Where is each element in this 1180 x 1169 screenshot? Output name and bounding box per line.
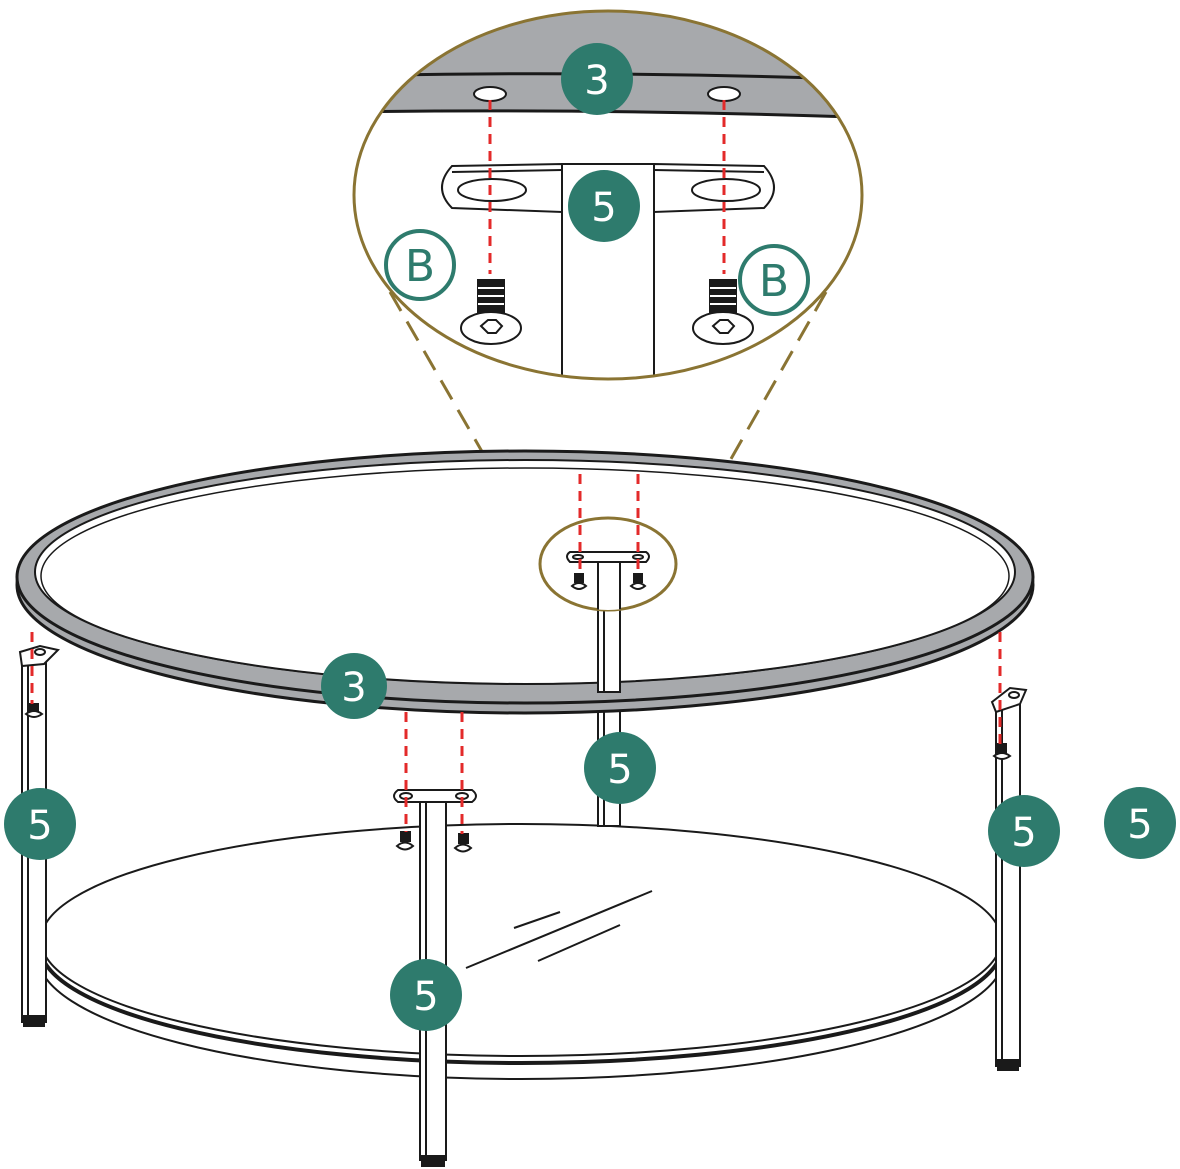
- screw-b-left: [460, 279, 522, 345]
- svg-text:5: 5: [413, 974, 438, 1020]
- hardware-badge-b-right: B: [738, 244, 810, 316]
- svg-text:B: B: [405, 241, 435, 292]
- part-badge-5-left: 5: [4, 788, 76, 860]
- svg-text:5: 5: [1011, 810, 1036, 856]
- part-badge-5-front: 5: [390, 959, 462, 1031]
- part-badge-3: 3: [321, 653, 387, 719]
- part-badge-5-zoom: 5: [568, 170, 640, 242]
- part-badge-5-right: 5: [988, 795, 1060, 867]
- hardware-badge-b-left: B: [384, 229, 456, 301]
- lower-glass-shelf: [37, 823, 1005, 1080]
- svg-text:5: 5: [1127, 802, 1152, 848]
- svg-text:3: 3: [341, 665, 366, 711]
- zoom-guide-lines: [488, 100, 726, 274]
- part-badge-5-standalone: 5: [1104, 787, 1176, 859]
- svg-text:5: 5: [607, 747, 632, 793]
- zoom-detail-small: [538, 516, 678, 612]
- screw-b-right: [692, 279, 754, 345]
- svg-text:5: 5: [27, 803, 52, 849]
- svg-text:B: B: [759, 256, 789, 307]
- svg-text:3: 3: [584, 58, 609, 104]
- part-badge-3-zoom: 3: [561, 43, 633, 115]
- assembly-guide-lines: [30, 474, 1002, 834]
- glass-top-frame: [15, 449, 1035, 715]
- zoom-connector-lines: [388, 291, 828, 567]
- part-badge-5-back: 5: [584, 732, 656, 804]
- svg-text:5: 5: [591, 185, 616, 231]
- leg-5-right: [990, 686, 1028, 1071]
